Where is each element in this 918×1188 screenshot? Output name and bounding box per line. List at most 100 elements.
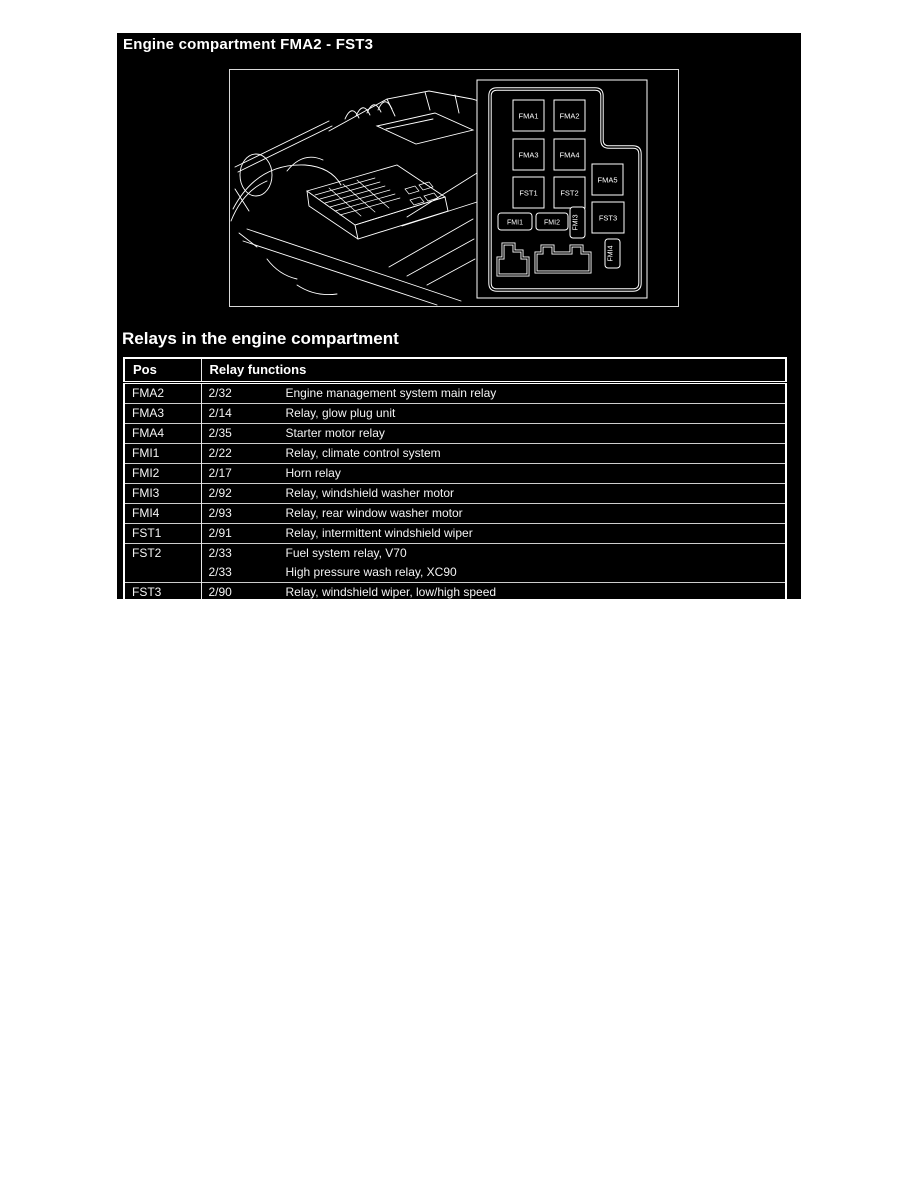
manual-page-panel: Engine compartment FMA2 - FST3 bbox=[117, 33, 801, 599]
fuse-slot-label: FST3 bbox=[599, 214, 617, 223]
component-number: 2/90 bbox=[208, 585, 232, 599]
table-row: FMI1 2/22 Relay, climate control system bbox=[124, 443, 786, 464]
pos-cell: FST2 bbox=[124, 543, 202, 583]
functions-cell: 2/90 Relay, windshield wiper, low/high sp… bbox=[201, 582, 786, 599]
pos-cell: FMI4 bbox=[124, 503, 202, 524]
component-number: 2/33 bbox=[208, 565, 232, 579]
relay-description: Relay, glow plug unit bbox=[285, 406, 396, 420]
relay-box-crosshatch bbox=[328, 179, 390, 217]
left-strokes bbox=[234, 188, 258, 248]
pos-cell: FMA4 bbox=[124, 423, 202, 444]
table-row: FMI3 2/92 Relay, windshield washer motor bbox=[124, 483, 786, 504]
fuse-slot-label: FMI3 bbox=[573, 214, 580, 230]
component-number: 2/33 bbox=[208, 546, 232, 560]
pos-cell: FMI3 bbox=[124, 483, 202, 504]
fuse-slot-fma3: FMA3 bbox=[512, 138, 545, 171]
relay-box-side bbox=[306, 190, 359, 240]
fuse-slot-label: FST1 bbox=[519, 189, 537, 198]
table-row: FST3 2/90 Relay, windshield wiper, low/hi… bbox=[124, 582, 786, 599]
section-title: Relays in the engine compartment bbox=[122, 329, 399, 348]
engine-top-ribs bbox=[386, 91, 492, 120]
fuse-slot-label: FMA4 bbox=[559, 151, 579, 160]
pointer-lines bbox=[401, 172, 478, 227]
component-number: 2/92 bbox=[208, 486, 232, 500]
fuse-slot-fmi1: FMI1 bbox=[497, 212, 533, 231]
fuse-slot-fst1: FST1 bbox=[512, 176, 545, 209]
fuse-slot-fma2: FMA2 bbox=[553, 99, 586, 132]
fuse-slot-fma5: FMA5 bbox=[591, 163, 624, 196]
pos-cell: FST3 bbox=[124, 582, 202, 599]
relay-description: Relay, windshield wiper, low/high speed bbox=[285, 585, 497, 599]
engine-compartment-figure: FMA1 FMA2 FMA3 FMA4 bbox=[229, 69, 679, 307]
fuse-slot-fmi2: FMI2 bbox=[535, 212, 569, 231]
fuse-slot-label: FMA2 bbox=[559, 112, 579, 121]
relay-description: Relay, climate control system bbox=[285, 446, 441, 460]
hood-rod-lines bbox=[234, 120, 333, 173]
reservoir-cap bbox=[239, 153, 273, 197]
relay-description: Relay, windshield washer motor bbox=[285, 486, 455, 500]
relay-description: Starter motor relay bbox=[285, 426, 385, 440]
connector-shapes bbox=[496, 242, 592, 277]
fuse-slot-label: FMA5 bbox=[597, 176, 617, 185]
cowl-diagonals bbox=[242, 228, 462, 306]
functions-cell: 2/14 Relay, glow plug unit bbox=[201, 403, 786, 424]
table-header-row: Pos Relay functions bbox=[124, 358, 786, 384]
air-box bbox=[375, 112, 475, 145]
pos-cell: FMI2 bbox=[124, 463, 202, 484]
relay-description: Fuel system relay, V70 bbox=[285, 546, 407, 560]
functions-cell: 2/22 Relay, climate control system bbox=[201, 443, 786, 464]
fuse-slot-label: FMI4 bbox=[608, 245, 615, 261]
component-number: 2/93 bbox=[208, 506, 232, 520]
fuse-slot-fst2: FST2 bbox=[553, 176, 586, 209]
table-row: FMI2 2/17 Horn relay bbox=[124, 463, 786, 484]
functions-cell: 2/35 Starter motor relay bbox=[201, 423, 786, 444]
connector-small-inner bbox=[497, 243, 529, 276]
column-header-pos: Pos bbox=[124, 358, 202, 384]
relay-box-small-relays bbox=[404, 181, 439, 206]
pos-cell: FMA3 bbox=[124, 403, 202, 424]
lower-arcs bbox=[266, 258, 338, 296]
fuse-slot-label: FMI2 bbox=[544, 220, 560, 227]
relay-description: Relay, rear window washer motor bbox=[285, 506, 463, 520]
functions-cell: 2/93 Relay, rear window washer motor bbox=[201, 503, 786, 524]
fuse-slot-label: FMA3 bbox=[518, 151, 538, 160]
fuse-slot-label: FST2 bbox=[560, 189, 578, 198]
fuse-slot-fmi4: FMI4 bbox=[604, 238, 621, 269]
fuse-panel: FMA1 FMA2 FMA3 FMA4 bbox=[476, 79, 648, 299]
component-number: 2/22 bbox=[208, 446, 232, 460]
fuse-slot-label: FMI1 bbox=[507, 220, 523, 227]
fuse-slot-fma4: FMA4 bbox=[553, 138, 586, 171]
table-row: FMA4 2/35 Starter motor relay bbox=[124, 423, 786, 444]
component-number: 2/17 bbox=[208, 466, 232, 480]
connector-large-inner bbox=[535, 245, 591, 273]
fuse-slot-fma1: FMA1 bbox=[512, 99, 545, 132]
fuse-slot-fst3: FST3 bbox=[591, 201, 625, 234]
relay-description: Engine management system main relay bbox=[285, 386, 497, 400]
component-number: 2/14 bbox=[208, 406, 232, 420]
pos-cell: FMI1 bbox=[124, 443, 202, 464]
table-row: FMA3 2/14 Relay, glow plug unit bbox=[124, 403, 786, 424]
page-title: Engine compartment FMA2 - FST3 bbox=[123, 36, 374, 53]
functions-cell: 2/92 Relay, windshield washer motor bbox=[201, 483, 786, 504]
fuse-slot-label: FMA1 bbox=[518, 112, 538, 121]
relay-description: Horn relay bbox=[285, 466, 341, 480]
component-number: 2/35 bbox=[208, 426, 232, 440]
functions-cell: 2/17 Horn relay bbox=[201, 463, 786, 484]
fender-arcs bbox=[230, 156, 342, 222]
component-number: 2/91 bbox=[208, 526, 232, 540]
pos-cell: FST1 bbox=[124, 523, 202, 544]
lower-right-diagonals bbox=[388, 218, 476, 286]
figure-svg: FMA1 FMA2 FMA3 FMA4 bbox=[229, 69, 679, 307]
hose-coil-arcs bbox=[344, 101, 393, 120]
fuse-slot-fmi3: FMI3 bbox=[569, 206, 586, 239]
column-header-functions: Relay functions bbox=[201, 358, 786, 384]
pos-cell: FMA2 bbox=[124, 382, 202, 404]
table-row: FMI4 2/93 Relay, rear window washer motor bbox=[124, 503, 786, 524]
